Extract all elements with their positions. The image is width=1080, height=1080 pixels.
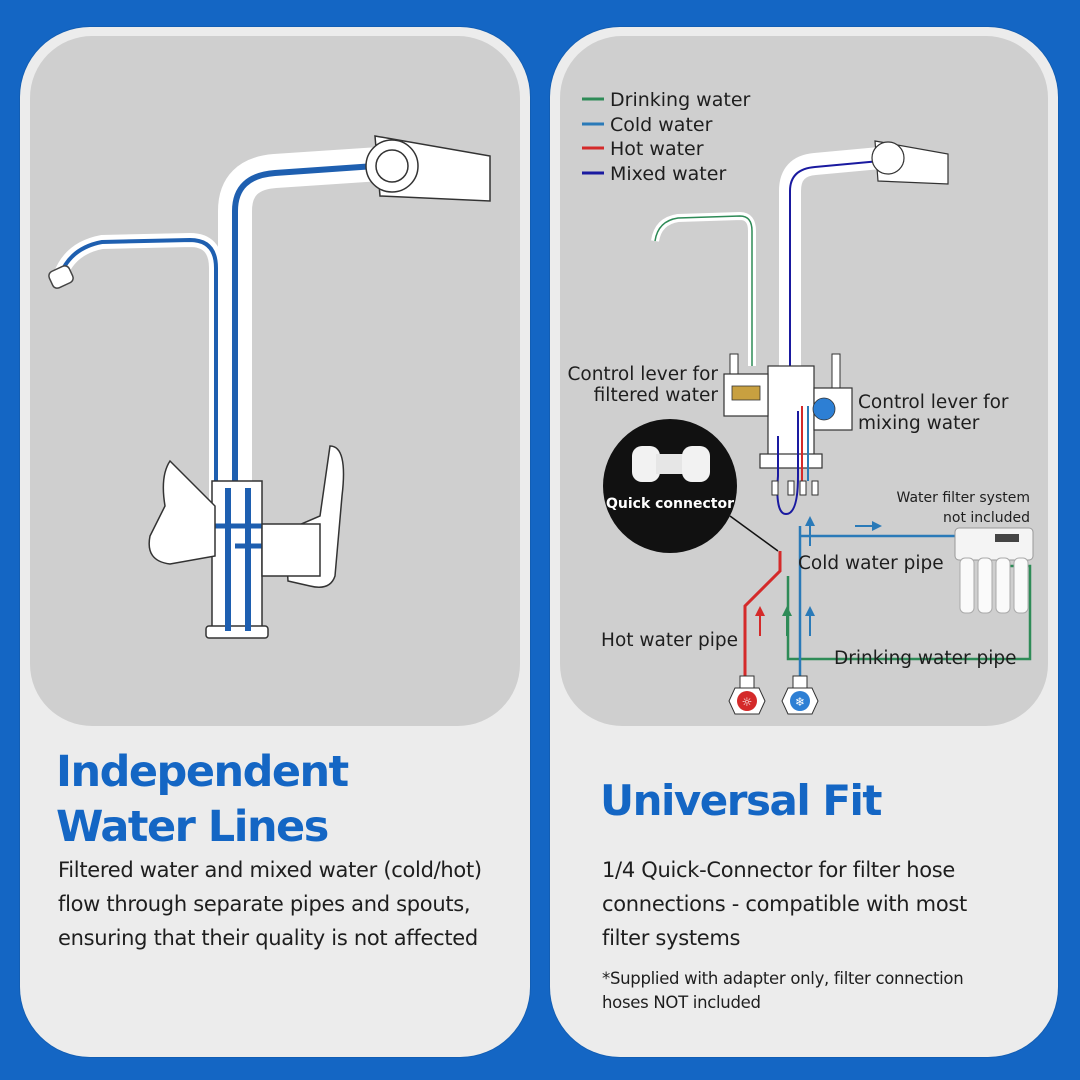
filtered-lever: [148, 459, 216, 565]
left-description-line3: ensuring that their quality is not affec…: [58, 926, 478, 950]
right-description-line3: filter systems: [602, 926, 741, 950]
quick-connector-label: Quick connector: [606, 496, 734, 512]
left-description-line1: Filtered water and mixed water (cold/hot…: [58, 858, 482, 882]
diagram-spout-head: [871, 140, 949, 185]
cold-valve-icon: ❄: [781, 675, 819, 715]
faucet-base: [205, 625, 269, 639]
legend-label-cold: Cold water: [610, 114, 713, 136]
diagram-faucet-body: [767, 365, 815, 467]
legend-label-drinking: Drinking water: [610, 89, 751, 111]
legend: Drinking water Cold water Hot water Mixe…: [582, 89, 751, 185]
left-description-line2: flow through separate pipes and spouts,: [58, 892, 471, 916]
left-heading: Independent Water Lines: [56, 745, 349, 855]
label-filter-system-2: not included: [943, 510, 1030, 526]
label-control-filtered-1: Control lever for: [567, 364, 718, 385]
label-control-mixing-2: mixing water: [858, 413, 980, 434]
quick-connector-callout: Quick connector: [603, 419, 779, 553]
right-description-line1: 1/4 Quick-Connector for filter hose: [602, 858, 956, 882]
label-hot-water-pipe: Hot water pipe: [601, 630, 738, 651]
mixing-lever-diagram: [812, 353, 853, 431]
hot-valve-icon: ☼: [728, 675, 766, 715]
faucet-illustration-panel: [30, 36, 520, 726]
label-drinking-water-pipe: Drinking water pipe: [834, 648, 1017, 669]
hot-water-pipe: [743, 551, 782, 686]
label-filter-system-1: Water filter system: [897, 490, 1030, 506]
mixing-lever: [261, 445, 345, 588]
label-control-filtered-2: filtered water: [594, 385, 719, 406]
right-note-line2: hoses NOT included: [602, 993, 761, 1012]
water-filter-system-icon: [954, 527, 1034, 614]
label-cold-water-pipe: Cold water pipe: [798, 553, 944, 574]
filtered-lever-diagram: [723, 353, 769, 417]
plumbing-diagram: Drinking water Cold water Hot water Mixe…: [567, 89, 1034, 715]
right-note-line1: *Supplied with adapter only, filter conn…: [602, 969, 964, 988]
left-description: Filtered water and mixed water (cold/hot…: [58, 853, 482, 955]
spout-head: [365, 135, 491, 202]
plumbing-diagram-panel: Drinking water Cold water Hot water Mixe…: [560, 36, 1048, 726]
right-description: 1/4 Quick-Connector for filter hose conn…: [602, 853, 967, 955]
left-heading-line2: Water Lines: [56, 802, 329, 852]
right-heading: Universal Fit: [600, 776, 883, 825]
legend-label-hot: Hot water: [610, 138, 704, 160]
faucet-illustration: [48, 135, 491, 639]
universal-fit-card: Drinking water Cold water Hot water Mixe…: [550, 27, 1058, 1057]
faucet-body: [211, 480, 263, 632]
left-heading-line1: Independent: [56, 747, 349, 797]
right-note: *Supplied with adapter only, filter conn…: [602, 967, 964, 1015]
mixed-line: [232, 163, 376, 556]
svg-text:☼: ☼: [742, 695, 753, 709]
filtered-line: [58, 237, 218, 506]
main-spout: [218, 147, 382, 536]
filtered-spout-tip: [48, 265, 74, 289]
independent-lines-card: Independent Water Lines Filtered water a…: [20, 27, 530, 1057]
drinking-spout: [651, 211, 756, 366]
legend-label-mixed: Mixed water: [610, 163, 726, 185]
right-description-line2: connections - compatible with most: [602, 892, 967, 916]
quick-connector-icon: [632, 446, 710, 482]
svg-text:❄: ❄: [795, 695, 805, 709]
drinking-water-pipe: [786, 564, 1032, 661]
label-control-mixing-1: Control lever for: [858, 392, 1009, 413]
filtered-spout: [53, 232, 223, 513]
